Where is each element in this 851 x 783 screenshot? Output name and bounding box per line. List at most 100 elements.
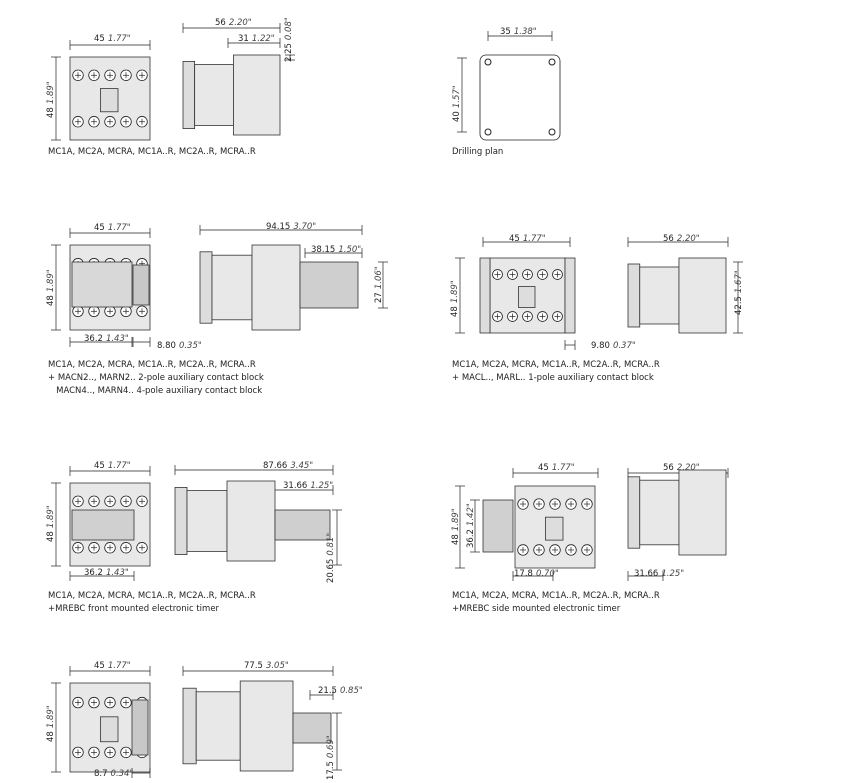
dim-offset: 2.250.08" [284, 17, 294, 62]
dim-mm: 48 [46, 107, 56, 118]
dim-mm: 17.5 [326, 761, 336, 780]
dim-in: 1.77" [107, 461, 131, 471]
dim-mm: 35 [500, 27, 511, 37]
caption-line: MC1A, MC2A, MCRA, MC1A..R, MC2A..R, MCRA… [452, 591, 660, 601]
dim-mm: 31 [238, 34, 249, 44]
dim-in: 1.77" [522, 234, 546, 244]
dim-in: 1.22" [251, 34, 275, 44]
dim-h2: 17.5 0.69" [326, 735, 336, 780]
caption: Drilling plan [452, 147, 504, 157]
drilling-plate-outline [479, 54, 561, 141]
dim-in: 1.89" [450, 280, 460, 304]
front-timer-block [71, 509, 135, 541]
side-view-rail [182, 61, 196, 129]
dim-mm: 40 [452, 111, 462, 122]
dim-in: 1.43" [105, 334, 129, 344]
mounting-hole-icon [484, 128, 492, 136]
dim-mm: 27 [374, 292, 384, 303]
dim-in: 1.43" [105, 568, 129, 578]
caption-line: +MREBC side mounted electronic timer [452, 604, 621, 614]
side-view-body [639, 266, 680, 325]
dim-in: 0.35" [178, 341, 202, 351]
indicator-window [518, 286, 536, 308]
dim-in: 1.67" [734, 270, 744, 294]
dim-block-height: 27 1.06" [374, 266, 384, 303]
dim-mm: 36.2 [466, 529, 476, 548]
dim-in: 0.37" [612, 341, 636, 351]
dim-mm: 36.2 [84, 334, 103, 344]
caption-line: +MREBC front mounted electronic timer [48, 604, 220, 614]
indicator-window [100, 716, 119, 743]
dim-mm: 45 [509, 234, 520, 244]
dim-height: 481.89" [450, 280, 460, 317]
dim-mm: 31.66 [283, 481, 308, 491]
dim-in: 0.85" [339, 686, 363, 696]
dim-height: 40 1.57" [452, 85, 462, 122]
aux-contact-block-side [299, 261, 359, 309]
side-view-rail [627, 263, 641, 328]
dim-in: 2.20" [676, 234, 700, 244]
dim-height: 481.89" [46, 705, 56, 742]
dim-in: 1.89" [451, 508, 461, 532]
indicator-window [100, 88, 119, 113]
dim-mm: 45 [94, 34, 105, 44]
dim-mm: 56 [215, 18, 226, 28]
caption-line: + MACL.., MARL.. 1-pole auxiliary contac… [452, 373, 654, 383]
side-view-coil [251, 244, 301, 331]
dim-in: 2.20" [228, 18, 252, 28]
dim-in: 1.77" [107, 661, 131, 671]
caption-line: + MACN2.., MARN2.. 2-pole auxiliary cont… [48, 373, 264, 383]
dim-mm: 45 [538, 463, 549, 473]
caption: MC1A, MC2A, MCRA, MC1A..R, MC2A..R, MCRA… [48, 590, 256, 616]
dim-mm: 48 [46, 295, 56, 306]
dim-in: 0.69" [326, 735, 336, 759]
side-view-body [186, 490, 228, 552]
dim-mm: 8.7 [94, 769, 108, 779]
dim-mm: 21.5 [318, 686, 337, 696]
dim-in: 0.70" [535, 569, 559, 579]
side-view-rail [627, 476, 641, 549]
dim-mm: 77.5 [244, 661, 263, 671]
side-timer-block [482, 499, 514, 553]
dim-h2: 20.650.81" [326, 533, 336, 583]
dim-mm: 38.15 [311, 245, 336, 255]
dim-in: 1.38" [513, 27, 537, 37]
dim-mm: 48 [451, 534, 461, 545]
side-view-body [195, 691, 241, 761]
dim-mm: 2.25 [284, 43, 294, 62]
mounting-hole-icon [548, 128, 556, 136]
caption-line: MC1A, MC2A, MCRA, MC1A..R, MC2A..R, MCRA… [48, 360, 256, 370]
aux-block-side [132, 264, 150, 306]
dim-in: 3.70" [293, 222, 317, 232]
caption: MC1A, MC2A, MCRA, MC1A..R, MC2A..R, MCRA… [452, 359, 660, 385]
dim-height: 48 1.89" [451, 508, 461, 545]
dim-in: 1.89" [46, 269, 56, 293]
dim-in: 1.25" [661, 569, 685, 579]
dim-in: 2.20" [676, 463, 700, 473]
aux-block-right [564, 257, 576, 334]
dim-in: 1.06" [374, 266, 384, 290]
caption-line: MACN4.., MARN4.. 4-pole auxiliary contac… [48, 386, 263, 396]
dim-mm: 45 [94, 223, 105, 233]
dim-in: 1.77" [107, 34, 131, 44]
dim-mm: 48 [46, 731, 56, 742]
dim-in: 1.89" [46, 505, 56, 529]
dim-h2: 42.51.67" [734, 270, 744, 315]
dim-in: 1.57" [452, 85, 462, 109]
